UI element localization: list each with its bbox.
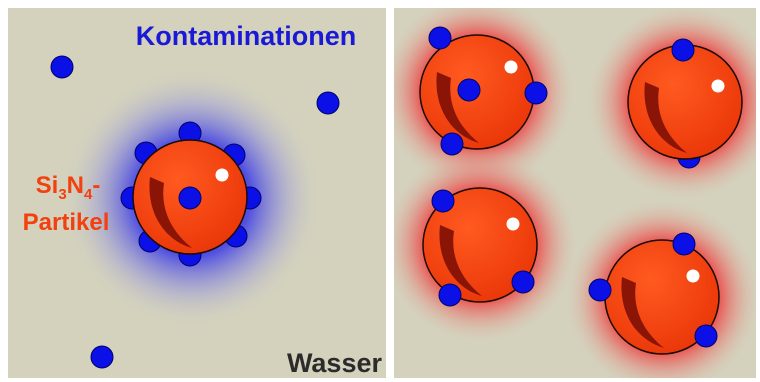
- particle-highlight: [711, 79, 725, 93]
- contamination-dot: [438, 283, 462, 307]
- particle-shadow: [439, 225, 482, 296]
- particle-shadow: [436, 72, 479, 143]
- particle-label-line1: Si3N4-: [36, 172, 101, 203]
- particle-shadow: [621, 277, 664, 348]
- contamination-dot: [90, 345, 114, 369]
- left-panel: Kontaminationen Si3N4- Partikel Wasser: [8, 8, 386, 378]
- contamination-dot: [50, 55, 74, 79]
- contamination-dot: [428, 26, 452, 50]
- particle-with-contamination: [120, 121, 262, 267]
- particle-label-line2: Partikel: [23, 209, 110, 236]
- particle: [588, 232, 720, 355]
- contamination-dot: [671, 38, 695, 62]
- contamination-label: Kontaminationen: [136, 21, 357, 51]
- particle-shadow: [644, 82, 687, 153]
- particle-highlight: [504, 60, 518, 74]
- water-label: Wasser: [287, 348, 383, 378]
- particle: [627, 38, 743, 169]
- particle-shadow: [149, 177, 192, 248]
- contamination-dot: [431, 189, 455, 213]
- contamination-dot: [672, 232, 696, 256]
- particle-ball: [627, 44, 743, 160]
- contamination-dot: [440, 132, 464, 156]
- contamination-dot: [457, 78, 481, 102]
- particle: [419, 26, 548, 156]
- contamination-dot: [511, 270, 535, 294]
- particle-highlight: [686, 269, 700, 283]
- contamination-dot: [694, 324, 718, 348]
- particle-highlight: [215, 168, 229, 182]
- contamination-dot: [316, 91, 340, 115]
- right-panel: [394, 8, 756, 378]
- contamination-dot: [588, 278, 612, 302]
- particle-highlight: [506, 217, 520, 231]
- contamination-dot: [524, 81, 548, 105]
- particle: [422, 187, 538, 307]
- panel-divider: [386, 0, 394, 382]
- contamination-dot: [178, 186, 202, 210]
